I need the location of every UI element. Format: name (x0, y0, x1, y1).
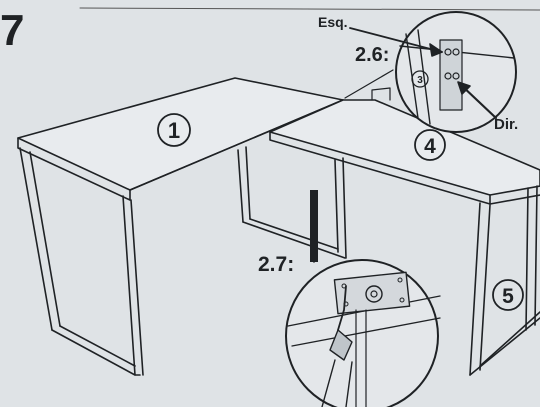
back-leg-frame (371, 87, 391, 101)
detail-26-label: 2.6: (355, 44, 390, 66)
detail-circle-26 (395, 11, 517, 133)
step-number: 7 (0, 6, 26, 55)
part-5-label: 5 (502, 285, 514, 308)
detail-27-label: 2.7: (258, 253, 295, 276)
left-side-label: Esq. (318, 14, 348, 30)
detail-circle-27 (285, 259, 441, 407)
middle-leg-frame (237, 146, 347, 259)
left-leg-frame (19, 147, 144, 376)
part-4-marker (414, 129, 446, 161)
detail-26-leader (344, 69, 394, 99)
sheet-border-line (79, 7, 540, 11)
desktop-return (269, 99, 540, 205)
part-4-label: 4 (424, 135, 436, 158)
part-5-marker (492, 279, 524, 311)
part-1-label: 1 (168, 118, 180, 143)
right-leg-frame (469, 185, 540, 376)
part-1-marker (157, 113, 191, 147)
part-3-label: 3 (417, 75, 423, 86)
detail-27-pointer (310, 190, 318, 262)
esq-arrow (349, 27, 443, 57)
part-3-marker (411, 70, 429, 88)
dir-arrow (457, 81, 498, 120)
right-side-label: Dir. (494, 116, 519, 133)
